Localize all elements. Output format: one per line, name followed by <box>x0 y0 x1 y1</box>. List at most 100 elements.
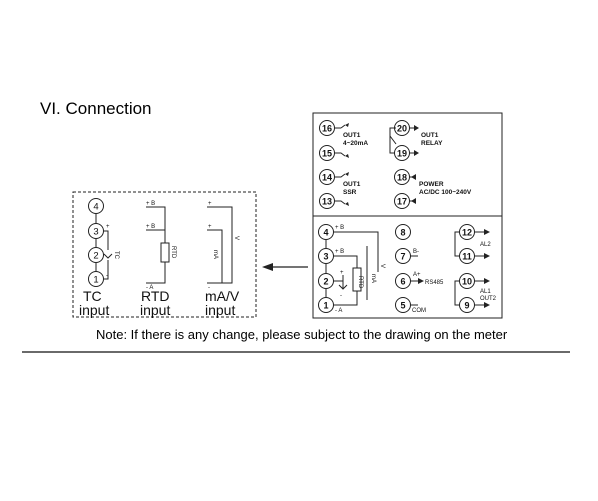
label-b-minus: B- <box>413 249 419 255</box>
arrow-icon <box>411 174 416 204</box>
label-mav-plus: + <box>208 224 212 230</box>
input-panel-numbers: 4 3 2 1 8 7 6 5 12 11 10 9 <box>323 228 472 311</box>
terminal-label: 1 <box>93 275 98 286</box>
label-power-range: AC/DC 100~240V <box>419 189 472 196</box>
label-al2: AL2 <box>480 242 491 248</box>
terminal-label: 8 <box>400 228 405 238</box>
arrow-left-icon <box>262 263 273 271</box>
label-relay: RELAY <box>421 140 443 147</box>
tc-wiring <box>103 230 113 280</box>
terminal-label: 20 <box>397 124 407 134</box>
label-tc-minus: - <box>106 273 108 279</box>
rtd-wiring <box>146 206 166 284</box>
label-al1: AL1 <box>480 289 491 295</box>
rtd-element <box>160 242 170 263</box>
terminal-label: 12 <box>462 228 472 238</box>
terminal-label: 2 <box>323 277 328 287</box>
pointer-arrow <box>262 263 308 271</box>
caption-rtd: RTD <box>141 288 170 304</box>
label-v: V <box>379 264 385 268</box>
label-a-plus: A+ <box>413 272 421 278</box>
arrow-icon <box>414 125 419 156</box>
label-rtd: RTD <box>357 276 363 289</box>
label-rtd-element: RTD <box>170 246 176 259</box>
label-rtd-a: - A <box>146 285 153 291</box>
wire-rtd-a <box>333 291 358 306</box>
caption-rtd-input: input <box>140 302 170 318</box>
terminal-label: 14 <box>322 173 332 183</box>
output-panel-numbers: 16 15 14 13 20 19 18 17 <box>322 124 407 207</box>
terminal-8 <box>395 224 411 240</box>
label-mav-plus: + <box>208 201 212 207</box>
relay-contact <box>389 135 397 145</box>
wire-out1-ma <box>334 124 346 157</box>
arrow-icon <box>418 278 424 284</box>
label-power: POWER <box>419 181 444 188</box>
output-power-panel <box>312 112 503 217</box>
terminal-label: 3 <box>323 252 328 262</box>
input-panel-arrows <box>418 229 490 308</box>
label-ma: mA <box>212 250 218 259</box>
input-comm-panel <box>312 215 503 319</box>
caption-mav: mA/V <box>205 288 240 304</box>
note-text: Note: If there is any change, please sub… <box>96 327 508 342</box>
label-v: V <box>233 236 239 240</box>
wire-al2 <box>454 231 460 257</box>
wire-out1-relay <box>389 127 414 154</box>
label-out2: OUT2 <box>480 296 497 302</box>
label-out1-ma: OUT1 <box>343 132 361 139</box>
terminal-label: 1 <box>323 301 328 311</box>
section-title: VI. Connection <box>40 99 152 118</box>
input-types-labels: + - TC + B + B - A RTD + + - mA V TC inp… <box>79 201 240 318</box>
caption-tc: TC <box>83 288 102 304</box>
input-panel-frame <box>312 215 503 319</box>
label-out1-ssr: OUT1 <box>343 181 361 188</box>
label-tc-minus: - <box>340 293 342 299</box>
label-plus-b: + B <box>335 225 344 231</box>
terminal-label: 6 <box>400 277 405 287</box>
terminal-label: 19 <box>397 149 407 159</box>
terminal-label: 15 <box>322 149 332 159</box>
wire-alarm <box>474 231 484 306</box>
wire-mav-input <box>333 231 379 272</box>
label-tc-plus: + <box>340 270 344 276</box>
label-tc-symbol: TC <box>113 251 119 260</box>
output-panel-arrows <box>345 123 419 206</box>
output-panel-frame <box>312 112 503 217</box>
caption-mav-input: input <box>205 302 235 318</box>
terminal-label: 13 <box>322 197 332 207</box>
label-4-20ma: 4~20mA <box>343 140 368 147</box>
label-rtd-b: + B <box>146 224 155 230</box>
terminal-label: 4 <box>323 228 328 238</box>
label-rs485: RS485 <box>425 280 444 286</box>
caption-tc-input: input <box>79 302 109 318</box>
rtd-element <box>352 267 362 292</box>
input-panel-labels: + B + B - A + - RTD mA V B- A+ RS485 COM… <box>335 225 497 314</box>
terminal-label: 16 <box>322 124 332 134</box>
input-types-panel <box>72 191 257 318</box>
terminal-label: 17 <box>397 197 407 207</box>
terminal-label: 9 <box>464 301 469 311</box>
terminal-label: 2 <box>93 251 98 262</box>
label-tc-plus: + <box>106 224 110 230</box>
wire-rtd-b <box>333 255 358 268</box>
label-out1-relay: OUT1 <box>421 132 439 139</box>
tc-symbol <box>333 275 348 290</box>
input-types-frame <box>72 191 257 318</box>
label-mav-minus: - <box>208 285 210 291</box>
label-minus-a: - A <box>335 308 342 314</box>
terminal-label: 10 <box>462 277 472 287</box>
label-rtd-b: + B <box>146 201 155 207</box>
mav-wiring <box>207 206 233 284</box>
terminal-label: 11 <box>462 252 472 262</box>
output-panel-labels: OUT1 4~20mA OUT1 RELAY OUT1 SSR POWER AC… <box>343 132 472 196</box>
wire-power <box>409 176 416 202</box>
label-ma: mA <box>370 274 376 283</box>
wire-al1 <box>454 280 460 306</box>
label-plus-b: + B <box>335 249 344 255</box>
label-com: COM <box>412 308 426 314</box>
terminal-label: 3 <box>93 227 98 238</box>
input-types-numbers: 4 3 2 1 <box>93 202 98 286</box>
terminal-label: 5 <box>400 301 405 311</box>
